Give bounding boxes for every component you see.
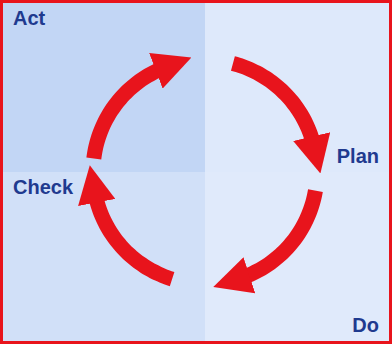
- phase-label: Act: [13, 7, 45, 30]
- phase-label: Check: [13, 176, 73, 199]
- cycle-arrow: [233, 64, 314, 148]
- cycle-arrow: [94, 67, 167, 159]
- cycle-arrow: [95, 191, 172, 279]
- cycle-arrow: [239, 191, 316, 279]
- quadrant-box: Plan: [205, 3, 389, 172]
- phase-label: Do: [352, 314, 379, 337]
- quadrant-grid: ActPlanCheckDo: [3, 3, 389, 341]
- phase-label: Plan: [337, 145, 379, 168]
- quadrant-box: Check: [3, 172, 205, 341]
- quadrant-box: Act: [3, 3, 205, 172]
- quadrant-box: Do: [205, 172, 389, 341]
